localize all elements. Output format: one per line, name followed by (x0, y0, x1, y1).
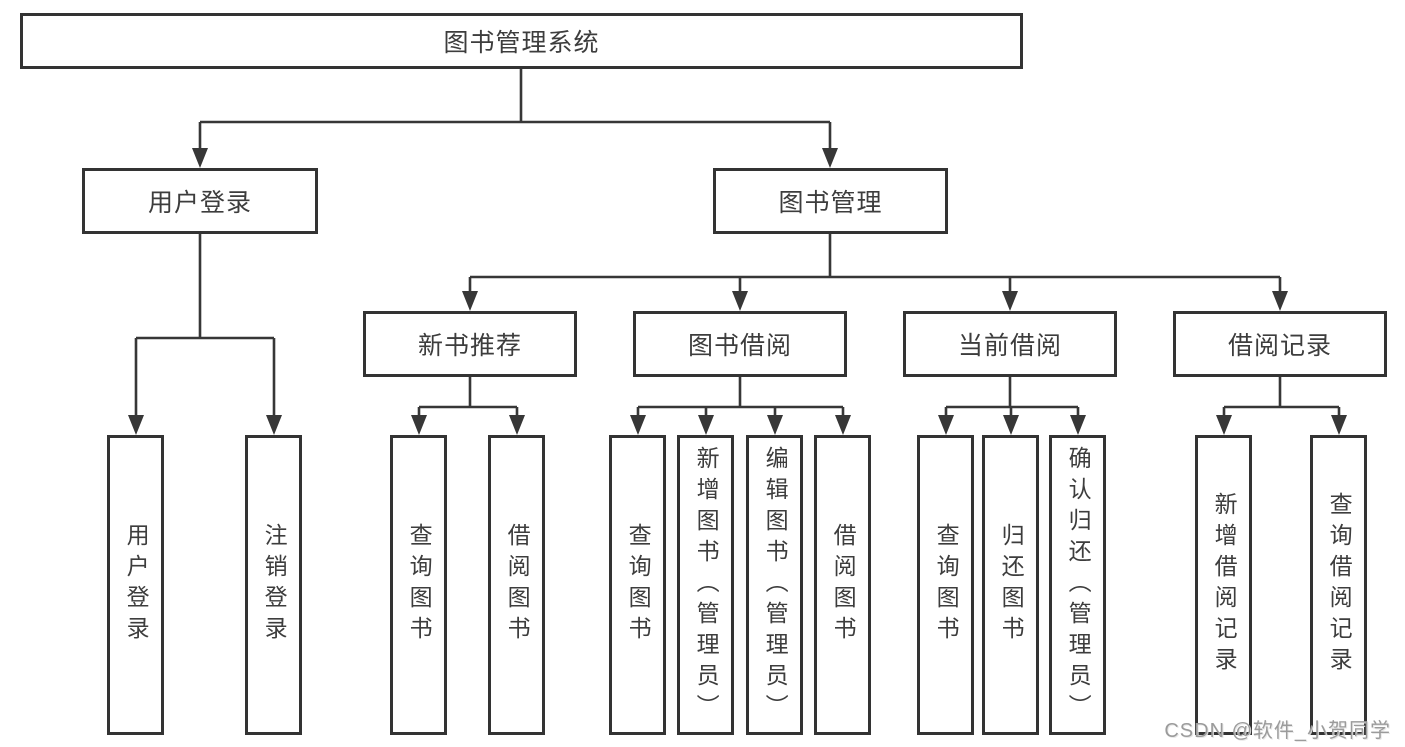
node-label: 查询图书 (406, 523, 433, 647)
leaf-newbook-query-books: 查询图书 (390, 435, 447, 735)
arrow-icon (1002, 291, 1018, 311)
node-book-borrow: 图书借阅 (633, 311, 847, 377)
arrow-icon (1216, 415, 1232, 435)
csdn-watermark: CSDN @软件_小贺同学 (1164, 720, 1391, 742)
leaf-current-confirm-return-admin: 确认归还（管理员） (1049, 435, 1106, 735)
leaf-borrow-add-books-admin: 新增图书（管理员） (677, 435, 734, 735)
node-label: 用户登录 (147, 189, 252, 217)
leaf-current-query-books: 查询图书 (917, 435, 974, 735)
node-label: 新增借阅记录 (1211, 492, 1238, 678)
node-book-management: 图书管理 (713, 168, 948, 234)
leaf-records-query-record: 查询借阅记录 (1310, 435, 1367, 735)
arrow-icon (1272, 291, 1288, 311)
arrow-icon (1003, 415, 1019, 435)
arrow-icon (509, 415, 525, 435)
connector-root-to-level2 (198, 69, 832, 158)
node-label: 图书管理 (778, 189, 883, 217)
leaf-borrow-edit-books-admin: 编辑图书（管理员） (746, 435, 803, 735)
node-label: 查询图书 (933, 523, 960, 647)
node-label: 编辑图书（管理员） (762, 445, 789, 725)
node-label: 借阅记录 (1227, 332, 1332, 360)
node-label: 图书管理系统 (443, 29, 600, 57)
node-new-book-recommend: 新书推荐 (363, 311, 577, 377)
node-label: 查询图书 (625, 523, 652, 647)
node-borrow-records: 借阅记录 (1173, 311, 1387, 377)
arrow-icon (462, 291, 478, 311)
arrow-icon (128, 415, 144, 435)
arrow-icon (698, 415, 714, 435)
arrowheads (128, 148, 1347, 435)
node-label: 图书借阅 (687, 332, 792, 360)
connector-userlogin-to-leaves (134, 234, 276, 425)
node-label: 查询借阅记录 (1326, 492, 1353, 678)
node-label: 借阅图书 (830, 523, 857, 647)
arrow-icon (1331, 415, 1347, 435)
node-label: 新书推荐 (417, 332, 522, 360)
arrow-icon (938, 415, 954, 435)
node-label: 确认归还（管理员） (1065, 445, 1092, 725)
node-label: 新增图书（管理员） (693, 445, 720, 725)
arrow-icon (732, 291, 748, 311)
leaf-borrow-borrow-books: 借阅图书 (814, 435, 871, 735)
leaf-newbook-borrow-books: 借阅图书 (488, 435, 545, 735)
connector-bookmgmt-to-level3 (468, 234, 1282, 301)
leaf-borrow-query-books: 查询图书 (609, 435, 666, 735)
node-label: 借阅图书 (504, 523, 531, 647)
leaf-current-return-books: 归还图书 (982, 435, 1039, 735)
leaf-user-login: 用户登录 (107, 435, 164, 735)
arrow-icon (767, 415, 783, 435)
arrow-icon (192, 148, 208, 168)
arrow-icon (835, 415, 851, 435)
leaf-records-add-record: 新增借阅记录 (1195, 435, 1252, 735)
arrow-icon (411, 415, 427, 435)
connector-bookborrow-to-leaves (636, 377, 845, 425)
node-label: 注销登录 (261, 523, 288, 647)
node-label: 用户登录 (123, 523, 150, 647)
node-root-system: 图书管理系统 (20, 13, 1023, 69)
arrow-icon (266, 415, 282, 435)
node-label: 归还图书 (998, 523, 1025, 647)
arrow-icon (1070, 415, 1086, 435)
connector-newbook-to-leaves (417, 377, 519, 425)
arrow-icon (630, 415, 646, 435)
node-user-login: 用户登录 (82, 168, 318, 234)
connector-records-to-leaves (1222, 377, 1341, 425)
node-current-borrow: 当前借阅 (903, 311, 1117, 377)
leaf-logout: 注销登录 (245, 435, 302, 735)
arrow-icon (822, 148, 838, 168)
node-label: 当前借阅 (957, 332, 1062, 360)
